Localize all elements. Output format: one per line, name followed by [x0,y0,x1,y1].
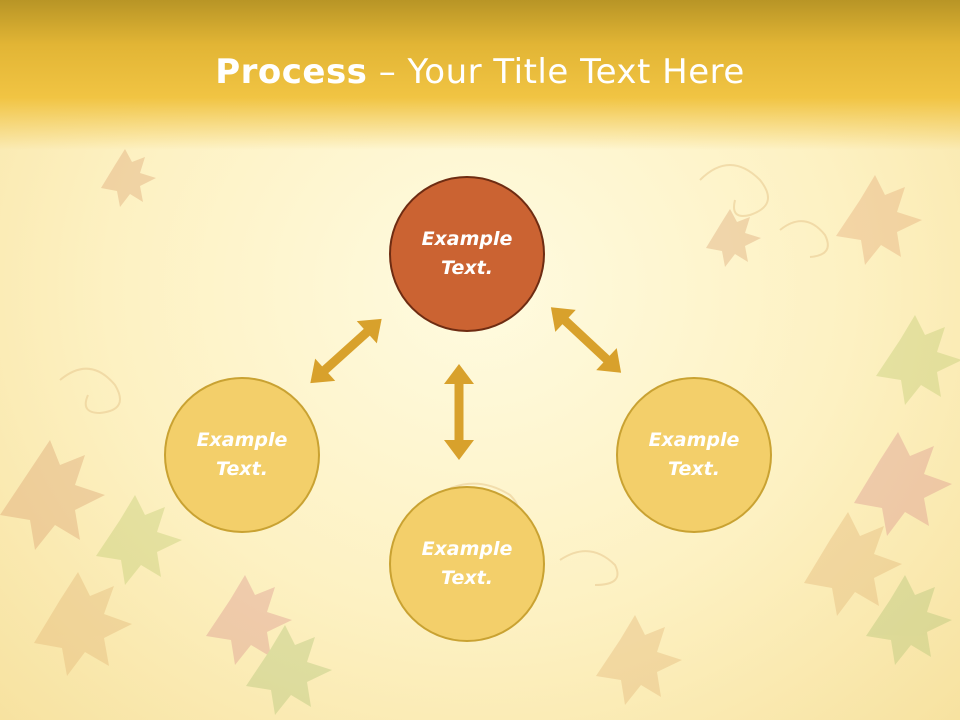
arrow-center-left [310,318,382,384]
title-bar [0,0,960,150]
title-bold: Process [215,52,368,92]
bottom-node-text: Example Text. [421,538,513,589]
left-node: Example Text. [164,377,320,533]
center-node: Example Text. [389,176,545,332]
right-node-text: Example Text. [648,429,740,480]
arrow-center-bottom [444,364,474,460]
right-node: Example Text. [616,377,772,533]
title-rest: – Your Title Text Here [367,52,745,92]
arrow-center-right [550,307,622,373]
left-node-text: Example Text. [196,429,288,480]
center-node-text: Example Text. [421,228,513,279]
slide-title: Process – Your Title Text Here [0,52,960,92]
bottom-node: Example Text. [389,486,545,642]
